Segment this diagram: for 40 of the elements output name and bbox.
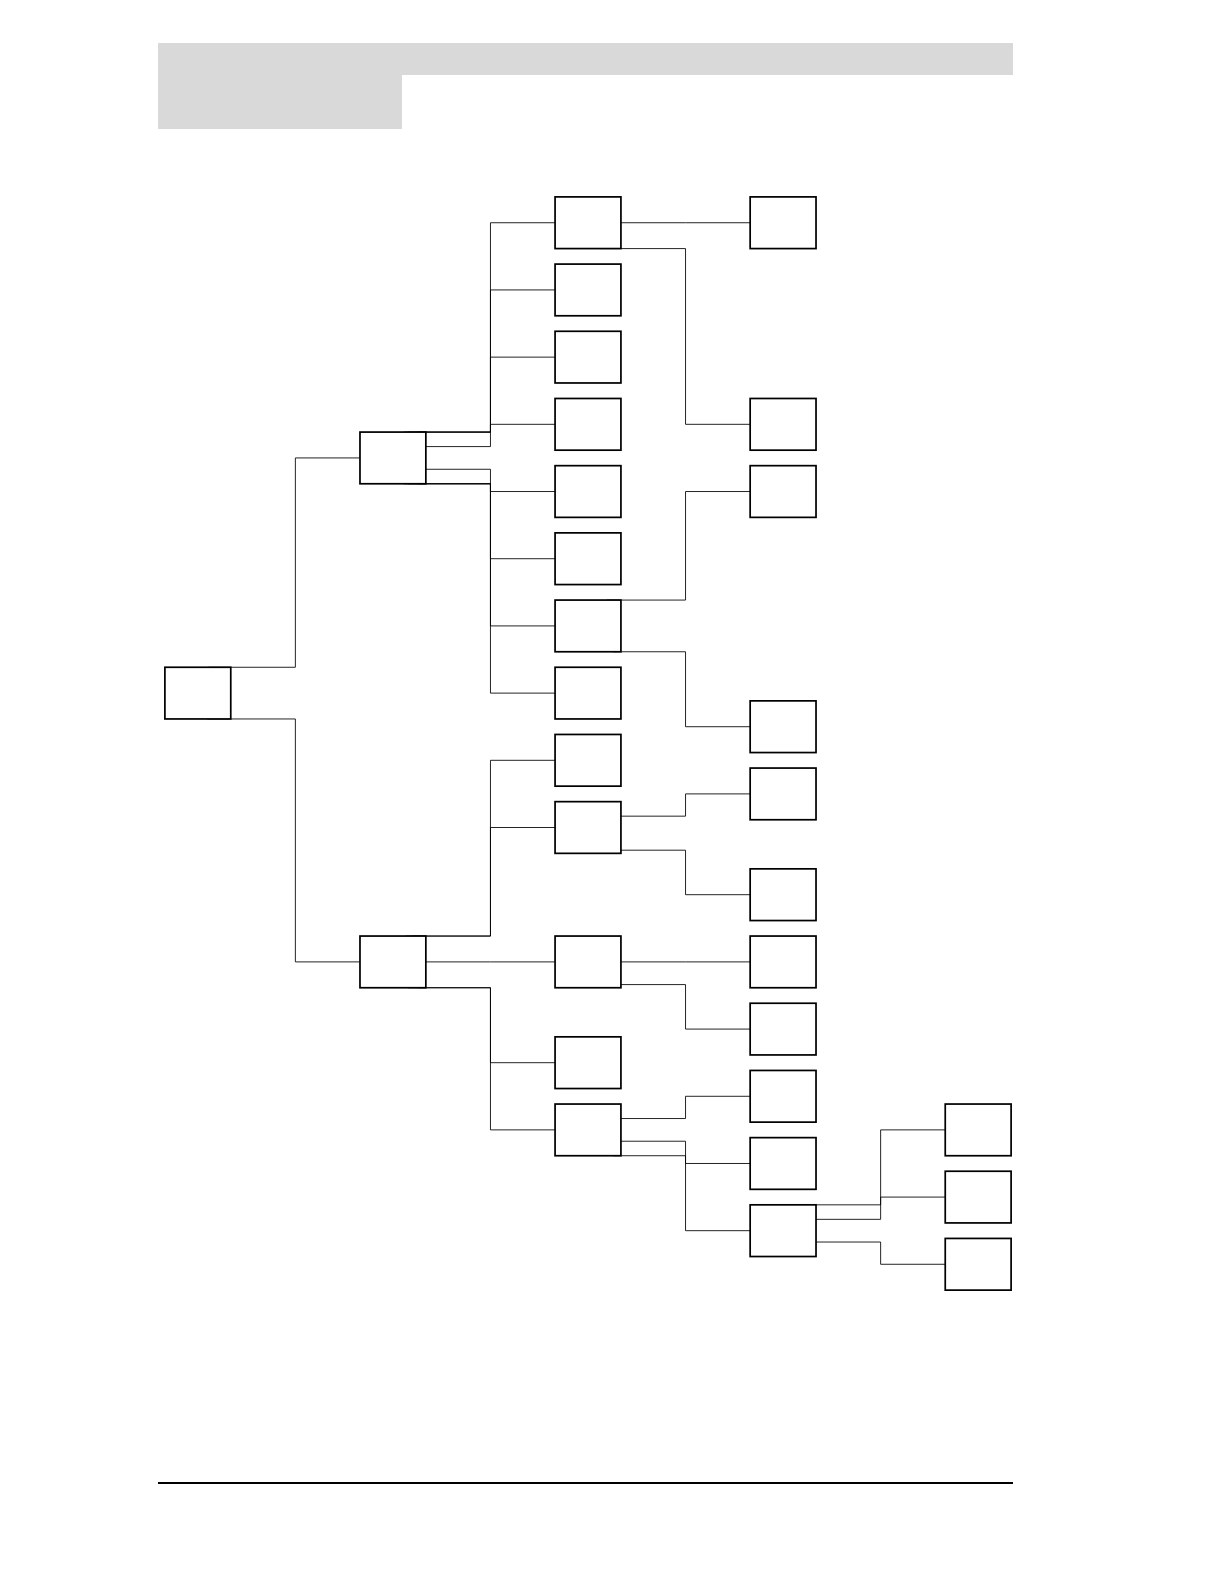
node-box (944, 1170, 1012, 1224)
node-box (554, 397, 622, 452)
node-box (554, 1103, 622, 1157)
node-box (554, 733, 622, 787)
connector (620, 984, 751, 1030)
connector (620, 222, 751, 224)
node-box (749, 935, 817, 989)
node-box (164, 666, 232, 720)
node-box (554, 935, 622, 989)
node-box (749, 700, 817, 754)
node-box (749, 1002, 817, 1056)
connector (620, 961, 751, 963)
connector (620, 1140, 751, 1164)
node-box (554, 330, 622, 384)
node-box (749, 397, 817, 452)
node-box (749, 1069, 817, 1123)
node-box (749, 868, 817, 922)
node-box (749, 1136, 817, 1191)
node-box (554, 464, 622, 519)
connector (620, 793, 751, 817)
node-box (944, 1103, 1012, 1157)
node-box (749, 196, 817, 250)
connector (425, 423, 556, 447)
node-box (554, 532, 622, 586)
node-box (749, 1204, 817, 1258)
connector (620, 1095, 751, 1119)
node-box (554, 599, 622, 653)
connector (620, 849, 751, 896)
node-box (554, 800, 622, 855)
node-box (944, 1237, 1012, 1291)
node-box (554, 263, 622, 317)
node-box (554, 1036, 622, 1090)
node-box (359, 935, 427, 989)
node-box (749, 767, 817, 821)
connector (425, 961, 556, 963)
connector (425, 468, 556, 492)
node-box (554, 196, 622, 250)
node-box (359, 431, 427, 485)
node-box (554, 666, 622, 720)
node-box (749, 464, 817, 519)
